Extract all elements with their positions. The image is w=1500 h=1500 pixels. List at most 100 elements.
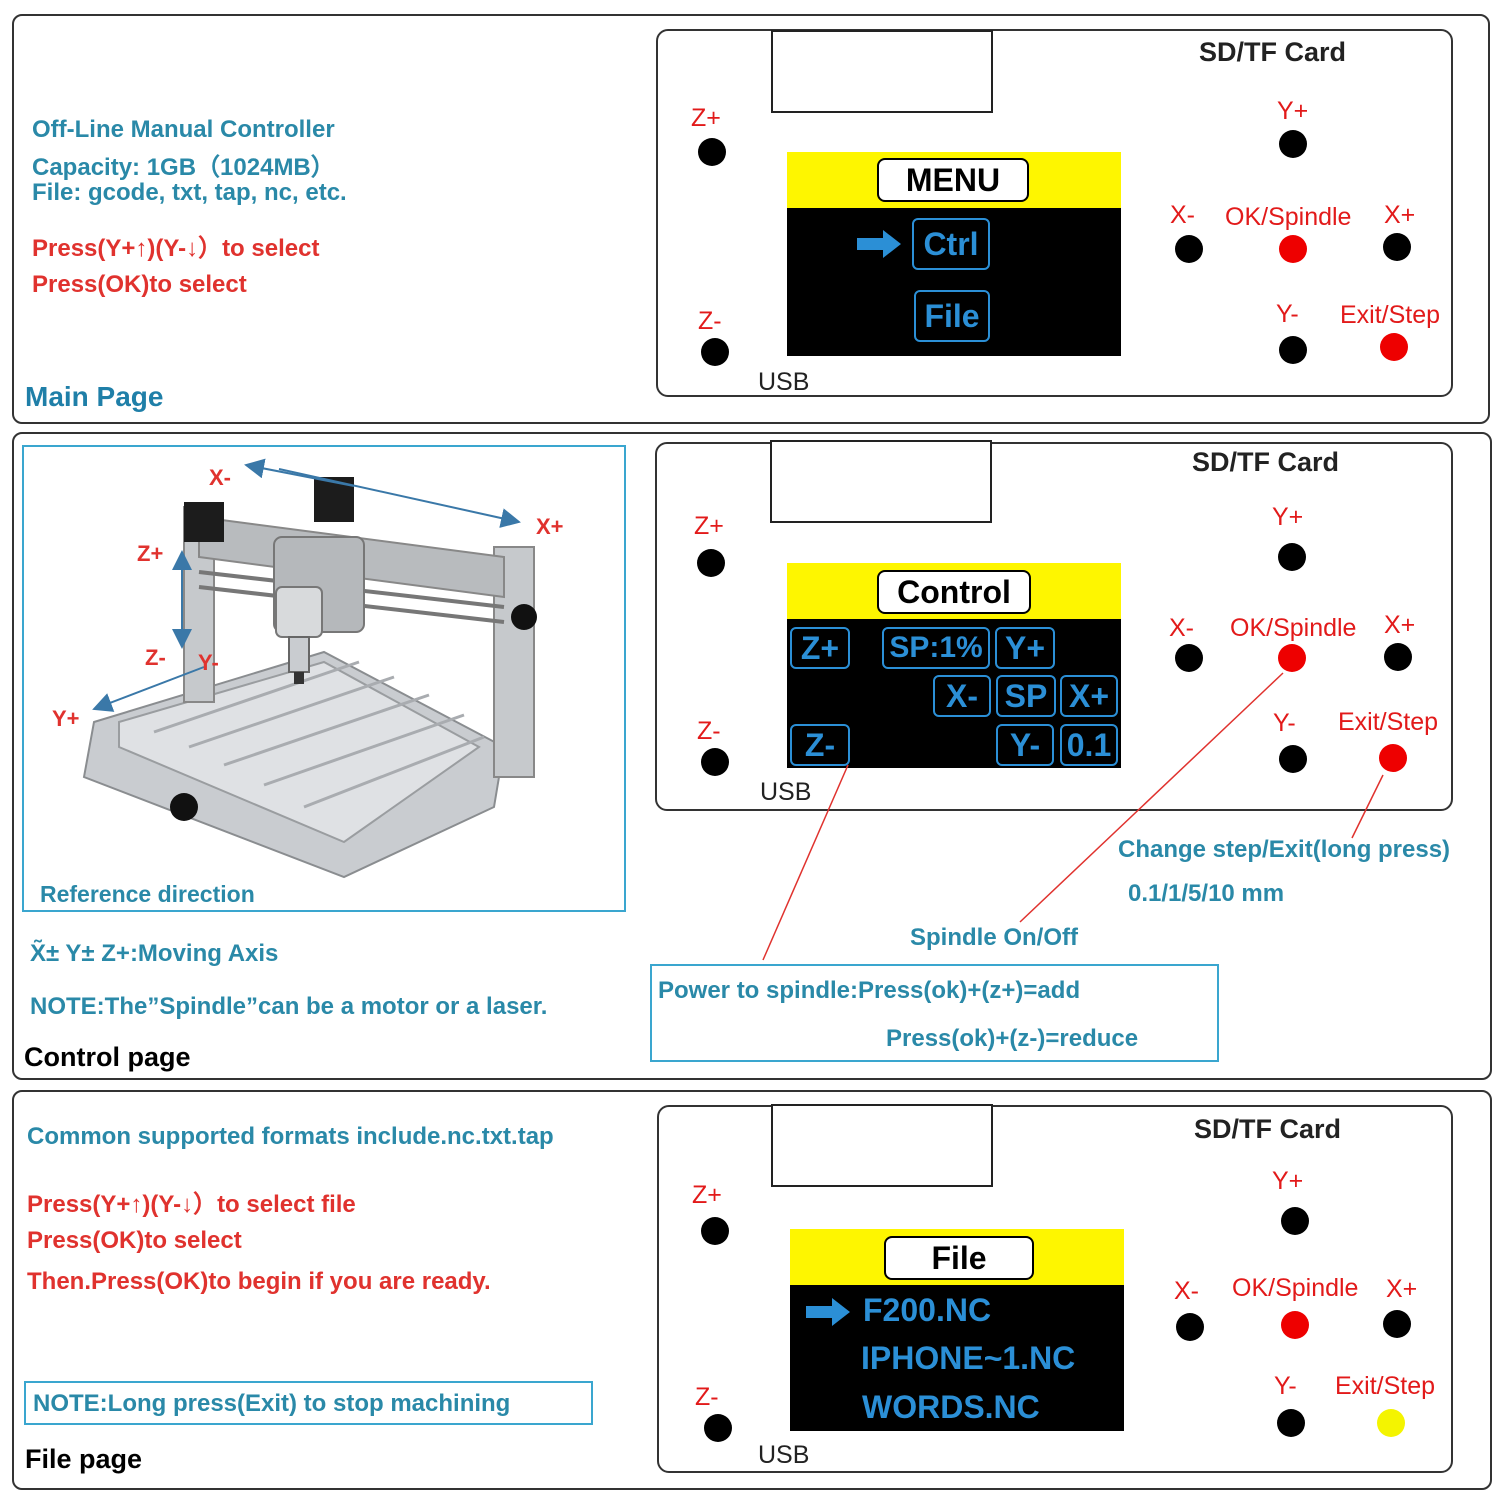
- control-page-label: Control page: [24, 1042, 191, 1072]
- step-values-text: 0.1/1/5/10 mm: [1128, 880, 1285, 907]
- axis-label-y-minus: Y-: [198, 650, 219, 675]
- key-label-y-plus: Y+: [1277, 97, 1309, 125]
- x-plus-button[interactable]: [1383, 233, 1411, 261]
- sd-card-label: SD/TF Card: [1192, 447, 1340, 477]
- main-info-line-1: Off-Line Manual Controller: [32, 116, 335, 143]
- ok-spindle-button[interactable]: [1281, 1311, 1309, 1339]
- key-label-y-minus: Y-: [1274, 1372, 1297, 1400]
- menu-item-file[interactable]: File: [914, 290, 990, 342]
- exit-step-button[interactable]: [1377, 1409, 1405, 1437]
- key-label-y-minus: Y-: [1276, 300, 1299, 328]
- key-label-z-minus: Z-: [697, 717, 721, 745]
- menu-item-ctrl[interactable]: Ctrl: [912, 218, 990, 270]
- x-minus-button[interactable]: [1175, 235, 1203, 263]
- key-label-y-minus: Y-: [1273, 709, 1296, 737]
- ctrl-button-x-plus[interactable]: X+: [1060, 675, 1118, 717]
- ctrl-button-z-minus[interactable]: Z-: [790, 724, 850, 766]
- y-plus-button[interactable]: [1279, 130, 1307, 158]
- z-plus-button[interactable]: [701, 1217, 729, 1245]
- lcd-screen-title: File: [884, 1236, 1034, 1280]
- sd-card-slot: [771, 30, 993, 113]
- usb-label: USB: [758, 1441, 810, 1469]
- y-minus-button[interactable]: [1279, 745, 1307, 773]
- z-minus-button[interactable]: [704, 1414, 732, 1442]
- lcd-screen-main: MENU Ctrl File: [787, 152, 1121, 356]
- supported-formats-text: Common supported formats include.nc.txt.…: [27, 1123, 554, 1150]
- key-label-x-minus: X-: [1169, 614, 1194, 642]
- ctrl-button-y-minus[interactable]: Y-: [996, 724, 1054, 766]
- key-label-x-plus: X+: [1384, 611, 1416, 639]
- stop-note-box: [24, 1381, 593, 1425]
- file-list-item[interactable]: IPHONE~1.NC: [861, 1340, 1076, 1376]
- axis-label-x-minus: X-: [209, 465, 231, 490]
- exit-step-button[interactable]: [1380, 333, 1408, 361]
- main-info-line-3: File: gcode, txt, tap, nc, etc.: [32, 179, 347, 206]
- power-reduce-text: Press(ok)+(z-)=reduce: [886, 1025, 1139, 1052]
- file-press-begin: Then.Press(OK)to begin if you are ready.: [27, 1268, 491, 1295]
- spindle-onoff-text: Spindle On/Off: [910, 924, 1078, 951]
- selection-arrow-icon: [857, 230, 901, 258]
- key-label-z-plus: Z+: [691, 104, 721, 132]
- ctrl-button-spindle-power[interactable]: SP:1%: [882, 627, 990, 669]
- key-label-z-plus: Z+: [694, 512, 724, 540]
- z-plus-button[interactable]: [698, 138, 726, 166]
- reference-photo-frame: [22, 445, 626, 912]
- spindle-note: NOTE:The”Spindle”can be a motor or a las…: [30, 993, 548, 1020]
- x-plus-button[interactable]: [1384, 643, 1412, 671]
- key-label-x-minus: X-: [1174, 1277, 1199, 1305]
- moving-axis-text: X̃± Y± Z+:Moving Axis: [30, 940, 279, 967]
- key-label-x-minus: X-: [1170, 201, 1195, 229]
- key-label-ok-spindle: OK/Spindle: [1225, 203, 1352, 231]
- ctrl-button-z-plus[interactable]: Z+: [790, 627, 850, 669]
- main-info-line-2: Capacity: 1GB（1024MB）: [32, 154, 335, 181]
- sd-card-slot: [771, 1104, 993, 1187]
- cnc-machine-illustration: [82, 458, 537, 879]
- y-minus-button[interactable]: [1279, 336, 1307, 364]
- z-minus-button[interactable]: [701, 338, 729, 366]
- exit-step-button[interactable]: [1379, 744, 1407, 772]
- file-list-item[interactable]: F200.NC: [863, 1292, 992, 1328]
- axis-label-x-plus: X+: [536, 514, 564, 539]
- spindle-power-box: [650, 964, 1219, 1062]
- ok-spindle-button[interactable]: [1279, 235, 1307, 263]
- change-step-text: Change step/Exit(long press): [1118, 836, 1451, 863]
- ctrl-button-step-size[interactable]: 0.1: [1060, 724, 1118, 766]
- file-page-label: File page: [25, 1444, 143, 1474]
- z-plus-button[interactable]: [697, 549, 725, 577]
- ctrl-button-y-plus[interactable]: Y+: [995, 627, 1055, 669]
- z-minus-button[interactable]: [701, 748, 729, 776]
- y-plus-button[interactable]: [1278, 543, 1306, 571]
- lcd-screen-title: MENU: [877, 158, 1029, 202]
- sd-card-slot: [770, 440, 992, 523]
- usb-label: USB: [758, 368, 810, 396]
- y-plus-button[interactable]: [1281, 1207, 1309, 1235]
- ctrl-button-spindle[interactable]: SP: [996, 675, 1056, 717]
- lcd-screen-control: Control Z+ SP:1% Y+ X- SP X+ Z- Y- 0.1: [787, 563, 1121, 768]
- key-label-ok-spindle: OK/Spindle: [1230, 614, 1357, 642]
- key-label-y-plus: Y+: [1272, 503, 1304, 531]
- x-plus-button[interactable]: [1383, 1310, 1411, 1338]
- key-label-exit-step: Exit/Step: [1338, 708, 1439, 736]
- key-label-y-plus: Y+: [1272, 1167, 1304, 1195]
- power-add-text: Power to spindle:Press(ok)+(z+)=add: [658, 977, 1081, 1004]
- ok-spindle-button[interactable]: [1278, 644, 1306, 672]
- key-label-x-plus: X+: [1384, 201, 1416, 229]
- key-label-z-plus: Z+: [692, 1181, 722, 1209]
- lcd-screen-title: Control: [877, 570, 1031, 614]
- selection-arrow-icon: [806, 1298, 850, 1326]
- main-press-ok: Press(OK)to select: [32, 271, 247, 298]
- x-minus-button[interactable]: [1176, 1313, 1204, 1341]
- axis-label-y-plus: Y+: [52, 706, 80, 731]
- x-minus-button[interactable]: [1175, 644, 1203, 672]
- ctrl-button-x-minus[interactable]: X-: [933, 675, 991, 717]
- axis-label-z-minus: Z-: [145, 645, 166, 670]
- main-page-label: Main Page: [25, 381, 164, 412]
- reference-direction-caption: Reference direction: [40, 881, 255, 907]
- y-minus-button[interactable]: [1277, 1409, 1305, 1437]
- file-list-item[interactable]: WORDS.NC: [862, 1389, 1040, 1425]
- file-press-select: Press(Y+↑)(Y-↓）to select file: [27, 1191, 356, 1218]
- key-label-exit-step: Exit/Step: [1340, 301, 1441, 329]
- key-label-z-minus: Z-: [695, 1383, 719, 1411]
- sd-card-label: SD/TF Card: [1199, 37, 1347, 67]
